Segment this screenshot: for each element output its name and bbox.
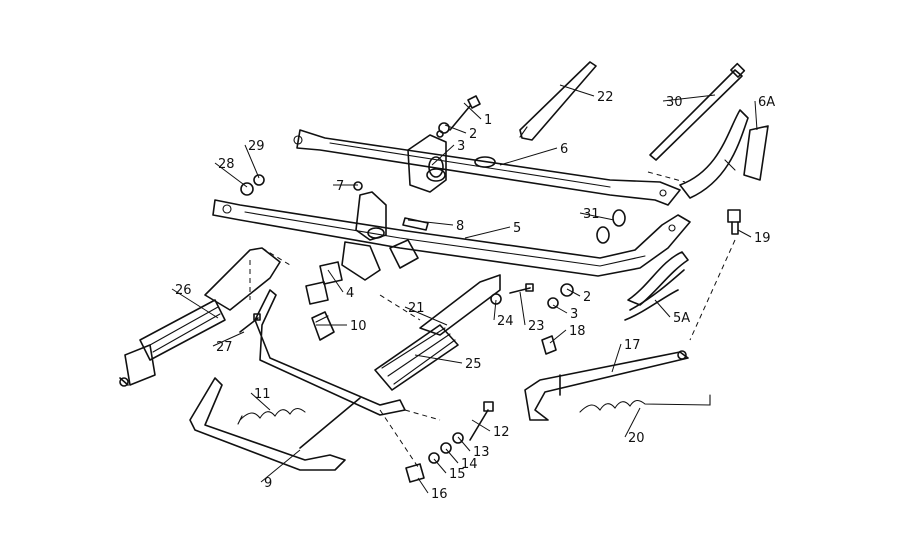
callout-leader-line bbox=[407, 219, 454, 226]
callout-number: 3 bbox=[457, 139, 465, 154]
callout-leader-line bbox=[433, 458, 447, 474]
callout-leader-line bbox=[214, 162, 248, 188]
rubber-10 bbox=[311, 311, 335, 341]
frame-strap bbox=[519, 61, 597, 141]
callout-number: 5A bbox=[673, 311, 690, 326]
spring-11 bbox=[237, 407, 306, 425]
center-stand bbox=[189, 289, 406, 471]
callout-leader-line bbox=[327, 269, 344, 293]
nut-7-bolt-8 bbox=[353, 181, 429, 231]
callout-leader-line bbox=[404, 306, 448, 326]
callout-leader-line bbox=[662, 94, 716, 102]
callout-number: 16 bbox=[431, 487, 448, 502]
bolt-23-nut-24 bbox=[490, 283, 534, 305]
callout-leader-line bbox=[559, 84, 595, 97]
footrest-right bbox=[374, 324, 459, 391]
callout-leader-line bbox=[654, 299, 671, 318]
callout-leader-line bbox=[212, 331, 245, 347]
side-stand bbox=[524, 350, 689, 421]
callout-leader-line bbox=[552, 304, 568, 314]
callout-number: 2 bbox=[469, 127, 477, 142]
callout-number: 12 bbox=[493, 425, 510, 440]
callout-leader-line bbox=[171, 288, 219, 319]
callout-number: 17 bbox=[624, 338, 641, 353]
callout-number: 6 bbox=[560, 142, 568, 157]
callout-leader-line bbox=[417, 477, 429, 494]
callout-leader-line bbox=[431, 144, 455, 166]
callout-leader-line bbox=[457, 436, 471, 452]
side-bracket-5a bbox=[624, 251, 689, 321]
callout-number: 14 bbox=[461, 457, 478, 472]
callout-number: 9 bbox=[264, 476, 272, 491]
callout-leader-line bbox=[493, 299, 497, 321]
callout-leader-line bbox=[250, 392, 271, 411]
washer-2-nut-3-right bbox=[547, 283, 574, 309]
callout-number: 28 bbox=[218, 157, 235, 172]
assembly-guide-lines bbox=[249, 171, 736, 471]
callout-number: 25 bbox=[465, 357, 482, 372]
spring-20 bbox=[579, 394, 711, 413]
long-bolt bbox=[649, 62, 746, 161]
callout-number: 29 bbox=[248, 139, 265, 154]
callout-number: 1 bbox=[484, 113, 492, 128]
bolt-19 bbox=[727, 209, 741, 235]
callout-leader-line bbox=[566, 288, 581, 297]
callout-leader-line bbox=[737, 229, 752, 238]
frame-rail-upper bbox=[293, 129, 681, 206]
rubber-18 bbox=[541, 335, 557, 355]
callout-number: 18 bbox=[569, 324, 586, 339]
callout-number: 27 bbox=[216, 340, 233, 355]
callout-leader-line bbox=[464, 226, 511, 239]
callout-leader-line bbox=[471, 419, 491, 432]
callout-number: 4 bbox=[346, 286, 354, 301]
callout-number: 22 bbox=[597, 90, 614, 105]
nut-28-29 bbox=[240, 174, 265, 196]
callout-number: 24 bbox=[497, 314, 514, 329]
callout-number: 10 bbox=[350, 319, 367, 334]
callout-leader-line bbox=[244, 144, 260, 179]
callout-number: 15 bbox=[449, 467, 466, 482]
callout-leader-line bbox=[549, 329, 567, 344]
callout-leader-line bbox=[754, 100, 758, 131]
callout-leader-line bbox=[499, 147, 558, 166]
footrest-left bbox=[119, 247, 281, 387]
callout-leader-line bbox=[624, 407, 641, 438]
callout-leader-line bbox=[519, 291, 526, 326]
callout-leader-line bbox=[463, 102, 482, 120]
frame-rail-lower bbox=[212, 199, 691, 277]
callout-labels: 1234567891011121314151617181920212223242… bbox=[171, 84, 775, 502]
callout-leader-line bbox=[414, 354, 463, 364]
footrest-bracket-21 bbox=[419, 274, 501, 336]
bolt-1-washer-2-nut-3 bbox=[428, 95, 481, 178]
callout-number: 5 bbox=[513, 221, 521, 236]
side-bracket-6a bbox=[679, 109, 769, 199]
callout-number: 11 bbox=[254, 387, 271, 402]
callout-number: 31 bbox=[583, 207, 600, 222]
callout-number: 19 bbox=[754, 231, 771, 246]
callout-leader-line bbox=[444, 124, 467, 134]
callout-number: 30 bbox=[666, 95, 683, 110]
pivot-bracket bbox=[341, 134, 496, 281]
callout-number: 7 bbox=[336, 179, 344, 194]
callout-leader-line bbox=[260, 449, 301, 483]
bushings-31 bbox=[596, 209, 626, 244]
hardware-12-16 bbox=[405, 401, 494, 483]
callout-leader-line bbox=[611, 343, 622, 373]
callout-number: 8 bbox=[456, 219, 464, 234]
callout-number: 13 bbox=[473, 445, 490, 460]
bushings-4 bbox=[305, 261, 343, 305]
callout-number: 23 bbox=[528, 319, 545, 334]
callout-number: 2 bbox=[583, 290, 591, 305]
callout-leader-line bbox=[445, 448, 459, 464]
callout-number: 26 bbox=[175, 283, 192, 298]
callout-number: 20 bbox=[628, 431, 645, 446]
callout-leader-line bbox=[579, 212, 615, 221]
callout-number: 6A bbox=[758, 95, 775, 110]
callout-number: 21 bbox=[408, 301, 425, 316]
callout-number: 3 bbox=[570, 307, 578, 322]
